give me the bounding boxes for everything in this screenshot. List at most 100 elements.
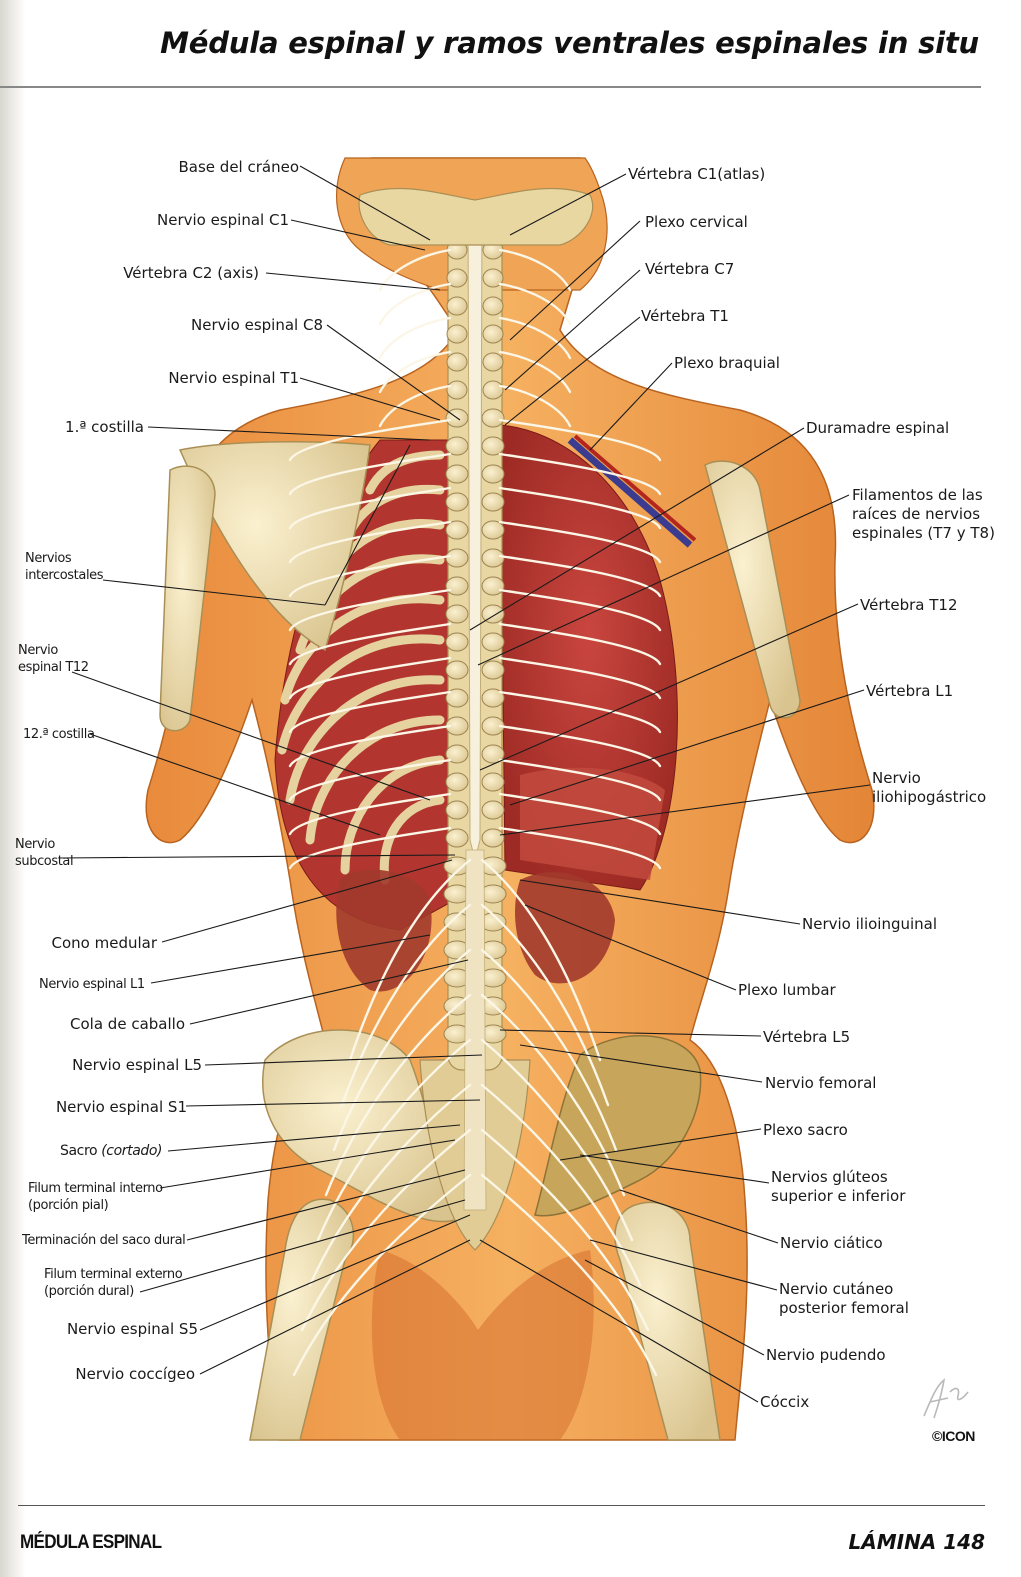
leader-line — [509, 220, 641, 341]
label-costilla-1: 1.ª costilla — [65, 418, 144, 436]
label-nervio-s1: Nervio espinal S1 — [55, 1098, 187, 1116]
label-sacro-italic: (cortado) — [101, 1143, 163, 1159]
label-nervio-femoral: Nervio femoral — [765, 1074, 877, 1092]
nerve-branch — [378, 350, 452, 394]
nerve-branch — [498, 826, 662, 870]
leader-line — [589, 1239, 778, 1291]
leader-line — [199, 1214, 471, 1331]
nerve-branch — [378, 282, 452, 326]
left-kidney — [336, 869, 432, 992]
vertebra-process — [482, 268, 504, 288]
label-plexo-braquial: Plexo braquial — [674, 354, 780, 372]
leader-line — [477, 494, 850, 666]
label-vertebra-c2: Vértebra C2 (axis) — [123, 264, 259, 282]
vertebra-process — [481, 604, 505, 624]
nerve-branch — [378, 384, 452, 428]
vertebra-process — [482, 352, 504, 372]
label-nervio-s5: Nervio espinal S5 — [66, 1320, 198, 1338]
leader-line — [584, 1259, 765, 1356]
leader-line — [619, 1189, 779, 1244]
footer-rule — [18, 1505, 985, 1506]
leader-line — [150, 934, 431, 984]
label-filamentos: Filamentos de las raíces de nervios espi… — [852, 486, 995, 542]
page-title: Médula espinal y ramos ventrales espinal… — [160, 26, 979, 60]
vertebra-process — [445, 548, 469, 568]
vertebra-process — [481, 408, 505, 428]
nerve-branch — [308, 1083, 472, 1287]
nerve-branch — [498, 248, 572, 292]
nerve-branch — [288, 554, 452, 598]
nerve-branch — [300, 1128, 472, 1332]
label-cola-caballo: Cola de caballo — [70, 1015, 185, 1033]
label-ilioinguinal: Nervio ilioinguinal — [802, 915, 938, 933]
nerve-branch — [498, 486, 662, 530]
leader-line — [524, 904, 737, 991]
nerve-branch — [498, 452, 662, 496]
vertebra-process — [481, 576, 505, 596]
nerve-branch — [498, 282, 572, 326]
vertebra-process — [481, 548, 505, 568]
leader-line — [102, 579, 326, 606]
label-filum-interno: Filum terminal interno (porción pial) — [28, 1181, 163, 1213]
footer-plate-number: LÁMINA 148 — [848, 1530, 986, 1554]
leader-line — [499, 784, 871, 836]
leader-lines — [59, 165, 871, 1403]
label-ciatico: Nervio ciático — [780, 1234, 883, 1252]
nerve-branch — [340, 903, 472, 1107]
leader-line — [265, 272, 441, 291]
leader-line — [504, 316, 641, 426]
vertebra-process — [482, 380, 504, 400]
leader-line — [509, 173, 627, 236]
nerve-branch — [480, 1128, 650, 1332]
vertebra-process — [445, 576, 469, 596]
nerve-branch — [480, 1083, 642, 1287]
vertebra-process — [481, 436, 505, 456]
label-plexo-sacro: Plexo sacro — [763, 1121, 848, 1139]
nerve-branch — [332, 948, 472, 1152]
label-iliohipogastrico: Nervio iliohipogástrico — [872, 769, 987, 806]
label-nervio-t1: Nervio espinal T1 — [168, 369, 299, 387]
nerve-branch — [498, 418, 662, 462]
nerve-branch — [288, 758, 452, 802]
vertebra-process — [481, 660, 505, 680]
nerve-branch — [288, 486, 452, 530]
nerve-branch — [480, 1173, 658, 1377]
vertebra-process — [481, 688, 505, 708]
nerve-branch — [288, 826, 452, 870]
icon-logo: ©ICON — [932, 1428, 975, 1444]
label-nervios-intercostales: Nervios intercostales — [25, 551, 104, 583]
leader-line — [159, 1139, 456, 1189]
nerve-branch — [498, 656, 662, 700]
nerve-branch — [316, 1038, 472, 1242]
label-plexo-lumbar: Plexo lumbar — [738, 981, 836, 999]
vertebra-process — [446, 352, 468, 372]
spinal-nerves — [288, 248, 662, 1377]
label-coccix: Cóccix — [760, 1393, 810, 1411]
leader-line — [199, 1239, 471, 1375]
leader-line — [499, 1029, 762, 1037]
nerve-branch — [288, 452, 452, 496]
vertebra-process — [481, 828, 505, 848]
leader-line — [326, 324, 461, 421]
leader-line — [299, 377, 441, 421]
nerve-branch — [288, 622, 452, 666]
nerve-branch — [292, 1173, 472, 1377]
nerve-branch — [498, 588, 662, 632]
leader-line — [559, 1128, 762, 1161]
label-nervio-coccigeo: Nervio coccígeo — [75, 1365, 195, 1383]
vertebra-process — [445, 604, 469, 624]
label-sacro: Sacro (cortado) — [60, 1143, 163, 1160]
leader-line — [59, 854, 456, 859]
right-humerus — [704, 460, 801, 719]
vertebra-process — [446, 324, 468, 344]
left-scapula — [178, 440, 371, 652]
vertebra-process — [482, 324, 504, 344]
nerve-branch — [498, 690, 662, 734]
vertebra-process — [445, 744, 469, 764]
vertebra-process — [481, 772, 505, 792]
nerve-branch — [288, 656, 452, 700]
leader-line — [299, 165, 431, 241]
nerve-branch — [378, 316, 452, 360]
leader-line — [509, 689, 865, 806]
vertebra-process — [481, 492, 505, 512]
